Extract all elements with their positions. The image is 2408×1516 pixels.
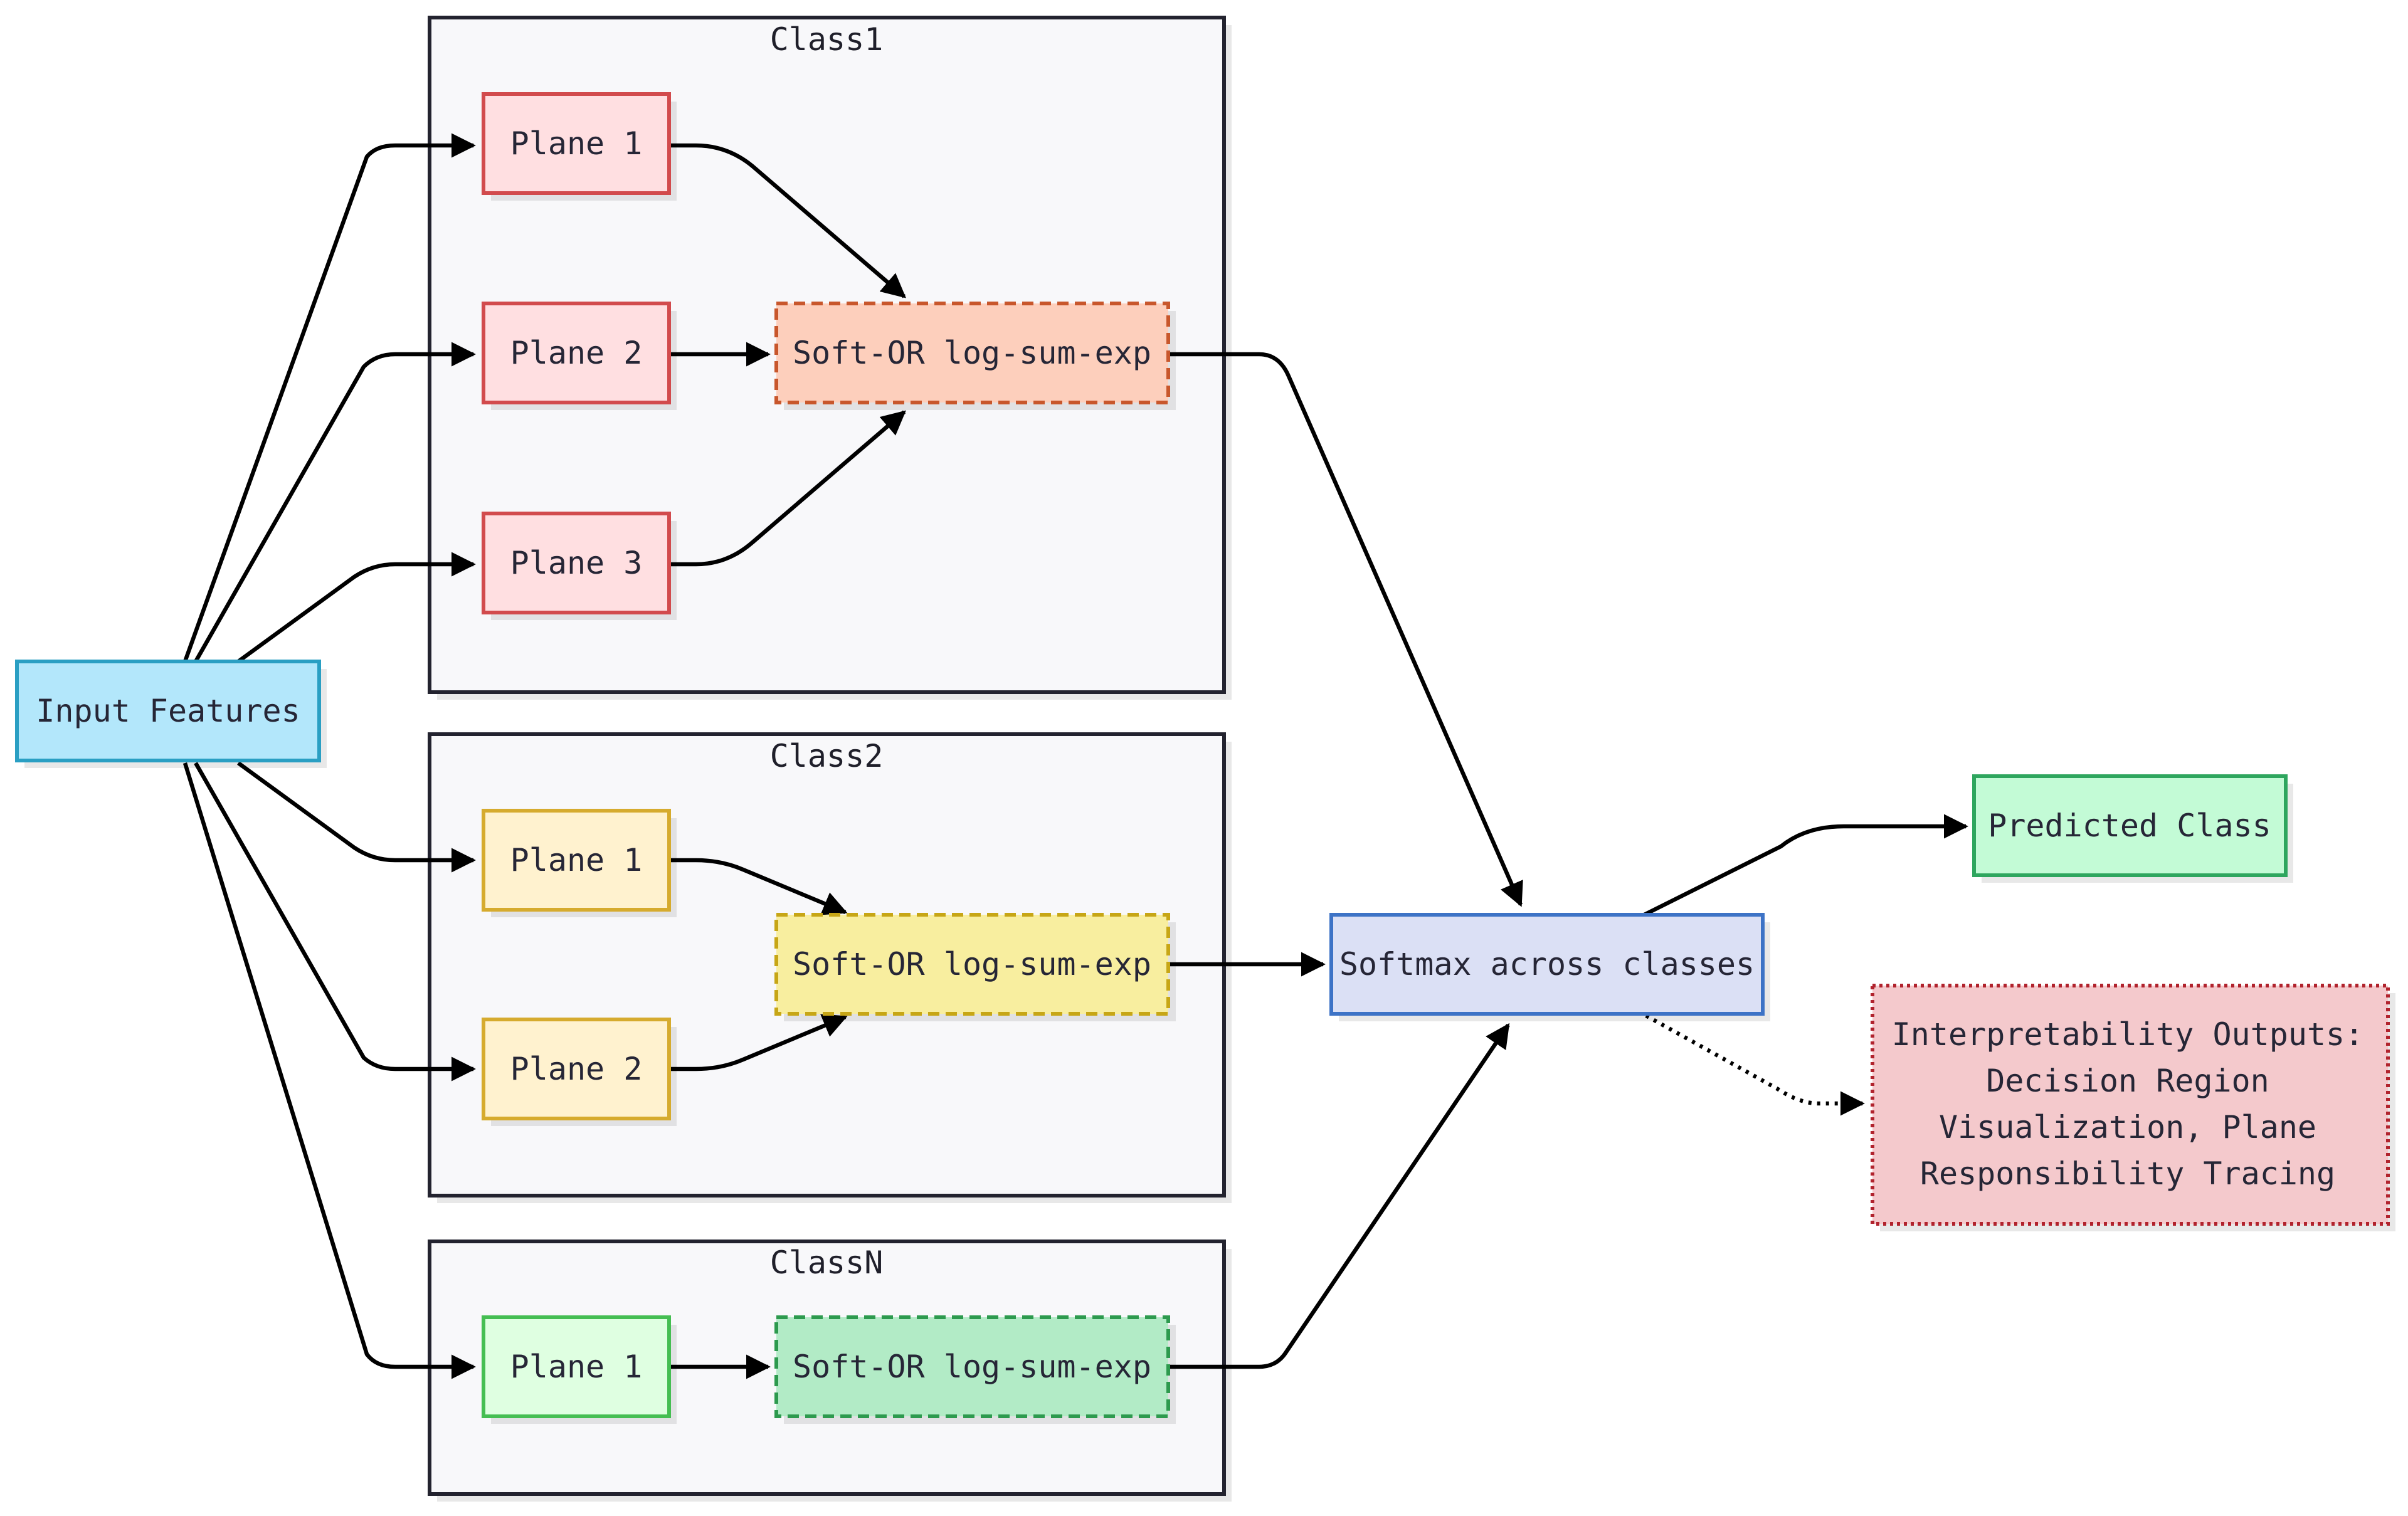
edge-input-to-class1-plane1 <box>182 133 476 663</box>
interpretability-line: Interpretability Outputs: <box>1892 1016 2364 1053</box>
softmax-node: Softmax across classes <box>1329 913 1770 1021</box>
softor-label: Soft-OR log-sum-exp <box>793 1349 1151 1385</box>
classn-softor-node: Soft-OR log-sum-exp <box>774 1315 1176 1424</box>
edge-input-to-class1-plane2 <box>194 342 476 663</box>
edges <box>182 133 1968 1379</box>
edge-class2-plane2-to-softor <box>669 1014 848 1071</box>
edge-input-to-class2-plane2 <box>194 762 476 1082</box>
plane-label: Plane 2 <box>510 335 643 371</box>
edge-classn-softor-to-softmax <box>1168 1023 1510 1369</box>
plane-label: Plane 1 <box>510 842 643 878</box>
input-features-box <box>15 660 321 762</box>
cluster-title: Class2 <box>770 738 884 774</box>
interpretability-node: Interpretability Outputs: Decision Regio… <box>1871 984 2395 1231</box>
predicted-class-node: Predicted Class <box>1972 774 2293 883</box>
input-features-label: Input Features <box>36 693 300 729</box>
edge-input-to-classn-plane1 <box>182 762 476 1379</box>
edge-class1-plane1-to-softor <box>669 143 906 298</box>
edge-class1-softor-to-softmax <box>1168 352 1523 907</box>
softor-label: Soft-OR log-sum-exp <box>793 946 1151 982</box>
cluster-title: Class1 <box>770 21 884 58</box>
interpretability-line: Visualization, Plane <box>1939 1109 2316 1145</box>
edge-softmax-to-interpretability <box>1645 1014 1865 1116</box>
plane-label: Plane 1 <box>510 1349 643 1385</box>
edge-input-to-class1-plane3 <box>237 552 476 663</box>
class2-softor-node: Soft-OR log-sum-exp <box>774 913 1176 1021</box>
class1-softor-node: Soft-OR log-sum-exp <box>774 302 1176 410</box>
predicted-class-label: Predicted Class <box>1988 808 2271 844</box>
class2-plane1-node: Plane 1 <box>482 809 677 917</box>
softmax-label: Softmax across classes <box>1339 946 1755 982</box>
cluster-title: ClassN <box>770 1245 884 1281</box>
interpretability-line: Decision Region <box>1986 1063 2269 1099</box>
interpretability-line: Responsibility Tracing <box>1920 1155 2335 1192</box>
softor-label: Soft-OR log-sum-exp <box>793 335 1151 371</box>
edge-class2-plane1-to-softor <box>669 858 848 915</box>
class2-plane2-node: Plane 2 <box>482 1018 677 1126</box>
edge-class1-plane3-to-softor <box>669 410 906 567</box>
edge-softmax-to-predicted <box>1642 814 1968 917</box>
plane-label: Plane 2 <box>510 1051 643 1087</box>
edge-input-to-class2-plane1 <box>237 761 476 873</box>
plane-label: Plane 1 <box>510 125 643 162</box>
class1-plane1-node: Plane 1 <box>482 92 677 201</box>
plane-label: Plane 3 <box>510 545 643 581</box>
class1-plane3-node: Plane 3 <box>482 512 677 620</box>
input-features-node: Input Features <box>15 660 327 768</box>
class1-plane2-node: Plane 2 <box>482 302 677 410</box>
classn-plane1-node: Plane 1 <box>482 1315 677 1424</box>
